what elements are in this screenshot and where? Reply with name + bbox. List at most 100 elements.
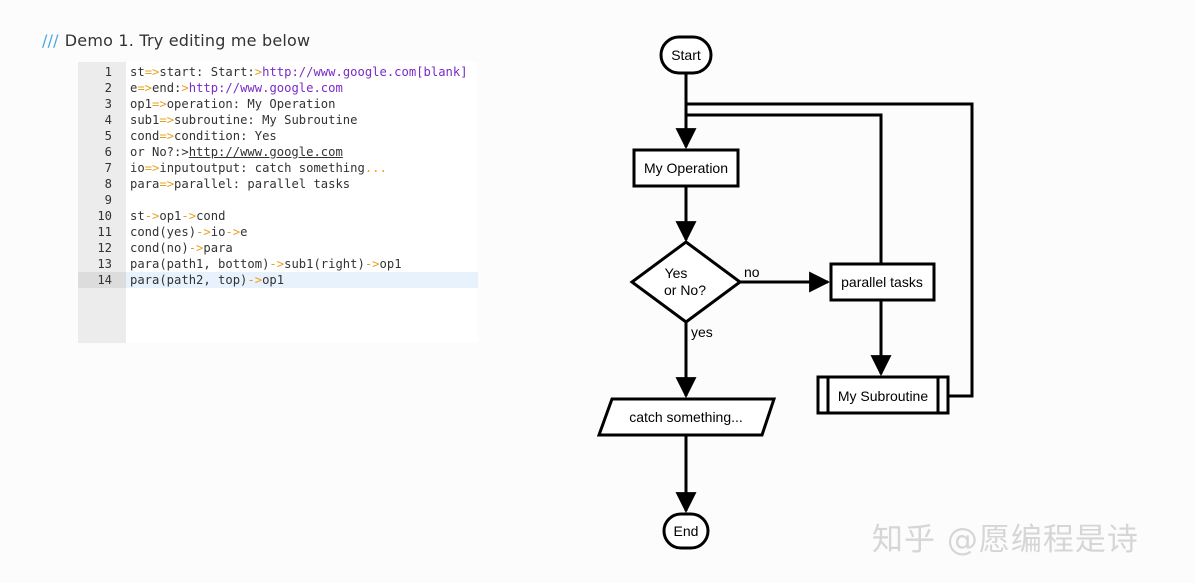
line-number: 4 (104, 113, 112, 127)
line-number: 10 (97, 209, 112, 223)
title-text: Demo 1. Try editing me below (64, 31, 311, 50)
code-line[interactable]: 10 st->op1->cond (78, 208, 478, 224)
code-operator-token: -> (225, 225, 241, 239)
code-line[interactable]: 13 para(path1, bottom)->sub1(right)->op1 (78, 256, 478, 272)
code-operator-token: -> (181, 209, 197, 223)
inputoutput-node (596, 397, 777, 437)
code-token: condition: Yes (174, 129, 277, 143)
line-code: st->op1->cond (130, 208, 225, 224)
line-number-cell: 12 (78, 240, 126, 256)
code-token: cond(yes) (130, 225, 197, 239)
start-node (659, 35, 713, 75)
code-operator-token: -> (188, 241, 204, 255)
subroutine-node (816, 375, 950, 415)
line-code: sub1=>subroutine: My Subroutine (130, 112, 357, 128)
code-token: op1 (130, 97, 153, 111)
code-line[interactable]: 4 sub1=>subroutine: My Subroutine (78, 112, 478, 128)
line-number: 12 (97, 241, 112, 255)
line-number: 13 (97, 257, 112, 271)
line-number: 7 (104, 161, 112, 175)
line-number-cell: 8 (78, 176, 126, 192)
code-operator-token: => (144, 161, 160, 175)
code-token: start: Start: (159, 65, 255, 79)
code-line[interactable]: 7 io=>inputoutput: catch something... (78, 160, 478, 176)
end-label[interactable]: End (674, 523, 699, 539)
code-operator-token: > (181, 81, 189, 95)
code-url-token: http://www.google.com (188, 145, 343, 159)
line-number-cell: 2 (78, 80, 126, 96)
code-token: subroutine: My Subroutine (174, 113, 358, 127)
code-operator-token: -> (247, 273, 263, 287)
condition-node (629, 240, 743, 324)
watermark: 知乎 @愿编程是诗 (872, 522, 1139, 558)
line-code: para(path2, top)->op1 (130, 272, 284, 288)
line-code: cond(no)->para (130, 240, 233, 256)
line-code: or No?:>http://www.google.com (130, 144, 343, 160)
line-number: 3 (104, 97, 112, 111)
code-operator-token: => (159, 177, 175, 191)
line-code: para(path1, bottom)->sub1(right)->op1 (130, 256, 402, 272)
code-line[interactable]: 9 (78, 192, 478, 208)
code-token: sub1(right) (284, 257, 365, 271)
code-operator-token: ... (364, 161, 387, 175)
code-operator-token: => (159, 113, 175, 127)
line-number: 6 (104, 145, 112, 159)
demo-title: ///Demo 1. Try editing me below (42, 31, 310, 50)
line-code: st=>start: Start:>http://www.google.com[… (130, 64, 468, 80)
line-number-cell: 4 (78, 112, 126, 128)
line-number-cell: 7 (78, 160, 126, 176)
line-number: 9 (104, 193, 112, 207)
parallel-label[interactable]: parallel tasks (841, 274, 923, 290)
line-number-cell: 10 (78, 208, 126, 224)
line-number-gutter (78, 62, 126, 343)
code-token: op1 (262, 273, 285, 287)
code-line[interactable]: 6 or No?:>http://www.google.com (78, 144, 478, 160)
start-label[interactable]: Start (671, 47, 701, 63)
code-operator-token: => (159, 129, 175, 143)
code-operator-token: => (137, 81, 153, 95)
condition-label-line2[interactable]: or No? (664, 282, 706, 298)
line-number-cell: 9 (78, 192, 126, 208)
code-operator-token: -> (144, 209, 160, 223)
line-code: cond=>condition: Yes (130, 128, 277, 144)
code-token: io (210, 225, 226, 239)
code-line[interactable]: 1 st=>start: Start:>http://www.google.com… (78, 64, 478, 80)
code-operator-token: => (152, 97, 167, 111)
operation-node (632, 148, 740, 188)
line-number-cell: 1 (78, 64, 126, 80)
line-code: e=>end:>http://www.google.com (130, 80, 343, 96)
code-token: operation: My Operation (166, 97, 336, 111)
code-token: parallel: parallel tasks (174, 177, 351, 191)
code-token: io (130, 161, 145, 175)
line-number: 1 (104, 65, 112, 79)
line-number-cell: 11 (78, 224, 126, 240)
parallel-node (829, 262, 936, 302)
code-line[interactable]: 3 op1=>operation: My Operation (78, 96, 478, 112)
operation-label[interactable]: My Operation (644, 160, 728, 176)
code-token: inputoutput: catch something (159, 161, 365, 175)
line-code: op1=>operation: My Operation (130, 96, 335, 112)
no-label: no (744, 264, 760, 280)
line-number-cell: 3 (78, 96, 126, 112)
subroutine-label[interactable]: My Subroutine (838, 388, 928, 404)
code-token: st (130, 65, 145, 79)
code-url-token: http://www.google.com[blank] (262, 65, 468, 79)
code-token: or No?:> (130, 145, 189, 159)
code-token: end: (152, 81, 182, 95)
condition-label-line1[interactable]: Yes (665, 265, 688, 281)
code-operator-token: => (144, 65, 160, 79)
code-operator-token: -> (196, 225, 211, 239)
code-url-token: http://www.google.com (188, 81, 343, 95)
code-token: cond (196, 209, 226, 223)
code-line[interactable]: 12 cond(no)->para (78, 240, 478, 256)
inputoutput-label[interactable]: catch something... (629, 409, 743, 425)
yes-label: yes (691, 324, 713, 340)
code-operator-token: -> (364, 257, 380, 271)
